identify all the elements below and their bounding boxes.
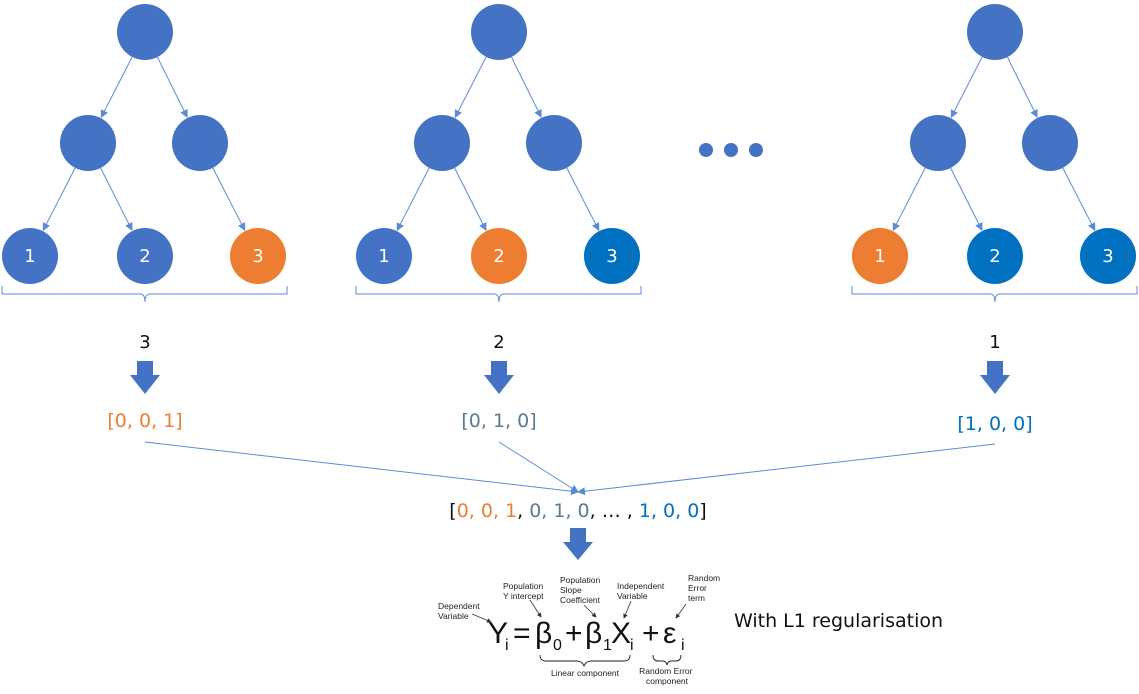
- tree-output-count: 2: [493, 332, 504, 353]
- eq-X: X: [611, 617, 631, 650]
- eq-beta1: β: [585, 617, 602, 650]
- one-hot-vector: [1, 0, 0]: [957, 413, 1032, 435]
- block-arrow-head: [130, 375, 160, 394]
- leaf-label: 2: [139, 246, 150, 267]
- eq-beta0: β: [535, 617, 552, 650]
- leaf-bracket: [1, 286, 288, 303]
- tree-internal-node: [910, 115, 966, 171]
- random-error-brace: [652, 654, 682, 666]
- tree-internal-node: [172, 115, 228, 171]
- tree-edge: [454, 56, 487, 119]
- eq-Y: Y: [488, 617, 508, 650]
- eq-sub-i: i: [630, 637, 634, 654]
- eq-sub-1: 1: [603, 637, 612, 654]
- block-arrow-head: [484, 375, 514, 394]
- combined-vector: [0, 0, 1, 0, 1, 0, … , 1, 0, 0]: [449, 500, 706, 522]
- tree-edge: [156, 56, 188, 118]
- tree-edge: [892, 167, 926, 232]
- annotation-intercept: Population Y intercept: [503, 581, 546, 601]
- l1-regularisation-note: With L1 regularisation: [734, 610, 943, 632]
- tree-leaf-node: [230, 228, 286, 284]
- tree-leaf-node: [356, 228, 412, 284]
- converging-line: [498, 441, 579, 493]
- annotation-dependent: Dependent Variable: [438, 601, 482, 621]
- tree-edge: [42, 167, 76, 232]
- annotation-linear-component: Linear component: [551, 668, 620, 678]
- block-arrow: [137, 361, 153, 375]
- ellipsis-dots: [699, 143, 763, 157]
- leaf-label: 1: [378, 246, 389, 267]
- tree-internal-node: [117, 4, 173, 60]
- tree-edge: [1006, 56, 1038, 118]
- annotation-independent: Independent Variable: [617, 581, 667, 601]
- tree-internal-node: [1022, 115, 1078, 171]
- tree-output-count: 3: [139, 332, 150, 353]
- ellipsis-dot: [724, 143, 738, 157]
- tree-leaf-node: [471, 228, 527, 284]
- leaf-label: 3: [252, 246, 263, 267]
- eq-sub-i: i: [505, 637, 509, 654]
- ellipsis-dot: [699, 143, 713, 157]
- tree-edge: [950, 56, 983, 119]
- block-arrow: [987, 361, 1003, 375]
- trees-layer: 1 2 3 3 [0, 0, 1] 1 2 3 2 [0, 1, 0] 1 2 3 1 [1, 0, 0]: [1, 4, 1138, 435]
- eq-sub-0: 0: [553, 637, 562, 654]
- eq-plus: +: [642, 617, 660, 650]
- tree-internal-node: [526, 115, 582, 171]
- tree-leaf-node: [2, 228, 58, 284]
- tree-edge: [950, 167, 983, 232]
- tree-edge: [212, 167, 246, 232]
- leaf-label: 2: [493, 246, 504, 267]
- eq-equals: =: [513, 617, 531, 650]
- tree-internal-node: [414, 115, 470, 171]
- linear-component-brace: [539, 654, 631, 668]
- converging-line: [144, 441, 579, 496]
- leaf-label: 1: [24, 246, 35, 267]
- leaf-label: 1: [874, 246, 885, 267]
- one-hot-vector: [0, 1, 0]: [461, 410, 536, 432]
- tree-leaf-node: [1080, 228, 1136, 284]
- eq-sub-i: i: [681, 637, 685, 654]
- tree-internal-node: [471, 4, 527, 60]
- tree-leaf-node: [584, 228, 640, 284]
- leaf-bracket: [851, 286, 1138, 303]
- tree-edge: [396, 167, 430, 232]
- eq-epsilon: ε: [663, 617, 676, 650]
- leaf-label: 3: [606, 246, 617, 267]
- annotation-slope: Population Slope Coefficient: [560, 575, 603, 605]
- tree-output-count: 1: [989, 332, 1000, 353]
- tree-edge: [100, 56, 133, 119]
- ellipsis-dot: [749, 143, 763, 157]
- equation-annotations: Dependent Variable Population Y intercep…: [438, 573, 723, 686]
- tree-edge: [100, 167, 133, 232]
- down-arrow-to-equation: [563, 528, 593, 560]
- annotation-random-error: Random Error term: [688, 573, 723, 603]
- leaf-label: 3: [1102, 246, 1113, 267]
- converging-line: [577, 443, 996, 496]
- tree-edge: [454, 167, 487, 232]
- tree-leaf-node: [852, 228, 908, 284]
- eq-plus: +: [565, 617, 583, 650]
- leaf-label: 2: [989, 246, 1000, 267]
- tree-edge: [1062, 167, 1096, 232]
- block-arrow-head: [980, 375, 1010, 394]
- tree-internal-node: [967, 4, 1023, 60]
- tree-internal-node: [60, 115, 116, 171]
- leaf-bracket: [355, 286, 642, 303]
- block-arrow: [491, 361, 507, 375]
- tree-leaf-node: [967, 228, 1023, 284]
- tree-leaf-node: [117, 228, 173, 284]
- tree-edge: [510, 56, 542, 118]
- one-hot-vector: [0, 0, 1]: [107, 410, 182, 432]
- converging-arrows: [144, 441, 996, 496]
- annotation-random-component: Random Error component: [639, 666, 695, 686]
- tree-edge: [566, 167, 600, 232]
- regression-equation: Y i = β 0 + β 1 X i + ε i: [488, 617, 685, 654]
